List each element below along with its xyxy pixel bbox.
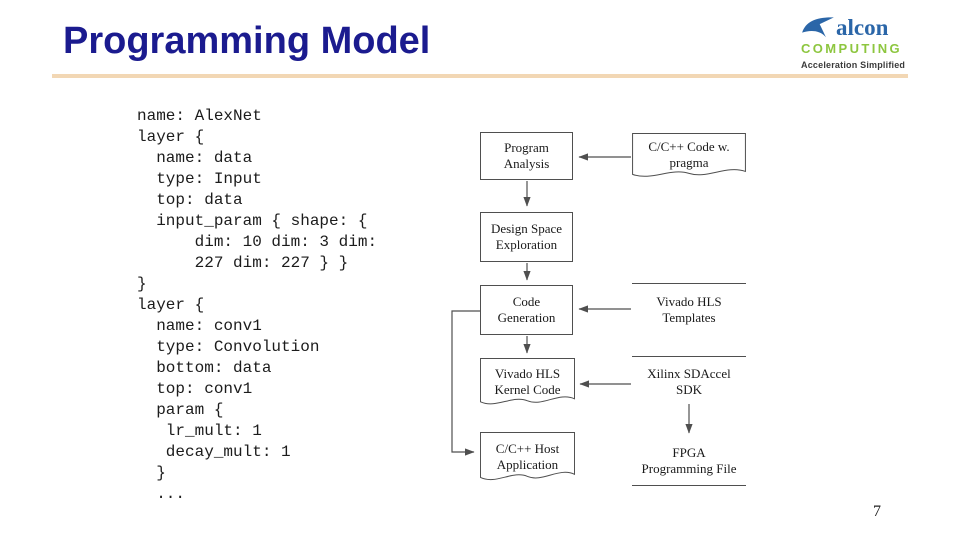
logo-tagline: Acceleration Simplified	[801, 60, 906, 70]
flow-node-program-analysis: Program Analysis	[480, 132, 573, 180]
flow-node-design-space-exploration: Design Space Exploration	[480, 212, 573, 262]
document-shape	[480, 432, 575, 487]
logo-name-text: alcon	[836, 15, 889, 40]
flow-node-label: Vivado HLS Kernel Code	[494, 365, 561, 397]
flow-node-vivado-hls-templates: Vivado HLS Templates	[632, 283, 746, 357]
flow-node-label: C/C++ Code w. pragma	[648, 139, 730, 170]
flow-node-cpp-code-pragma: C/C++ Code w. pragma	[632, 133, 746, 183]
page-number: 7	[873, 503, 881, 520]
slide-title: Programming Model	[63, 20, 431, 62]
flow-node-label: FPGA Programming File	[641, 445, 737, 476]
flow-node-xilinx-sdaccel-sdk: Xilinx SDAccel SDK	[632, 362, 746, 402]
flow-node-code-generation: Code Generation	[480, 285, 573, 335]
flow-node-label: Program Analysis	[503, 140, 550, 171]
document-shape	[632, 133, 746, 183]
alexnet-prototxt-code: name: AlexNet layer { name: data type: I…	[137, 107, 378, 503]
falcon-bird-icon	[802, 17, 834, 38]
flow-node-label: C/C++ Host Application	[495, 440, 560, 472]
logo-wordmark: alcon	[801, 10, 909, 40]
logo-computing-label: COMPUTING	[801, 41, 903, 56]
flow-node-fpga-programming-file: FPGA Programming File	[632, 437, 746, 486]
title-divider	[52, 74, 908, 78]
flow-node-label: Code Generation	[497, 294, 556, 325]
flow-node-vivado-hls-kernel-code: Vivado HLS Kernel Code	[480, 358, 575, 411]
flow-node-label: Xilinx SDAccel SDK	[647, 366, 731, 397]
falcon-computing-logo: alcon COMPUTING Acceleration Simplified	[801, 10, 909, 71]
flow-node-label: Vivado HLS Templates	[656, 294, 722, 325]
document-shape	[480, 358, 575, 411]
flow-node-label: Design Space Exploration	[490, 221, 563, 252]
flow-node-cpp-host-application: C/C++ Host Application	[480, 432, 575, 487]
arrow-codegen-to-hostapp	[451, 310, 480, 456]
